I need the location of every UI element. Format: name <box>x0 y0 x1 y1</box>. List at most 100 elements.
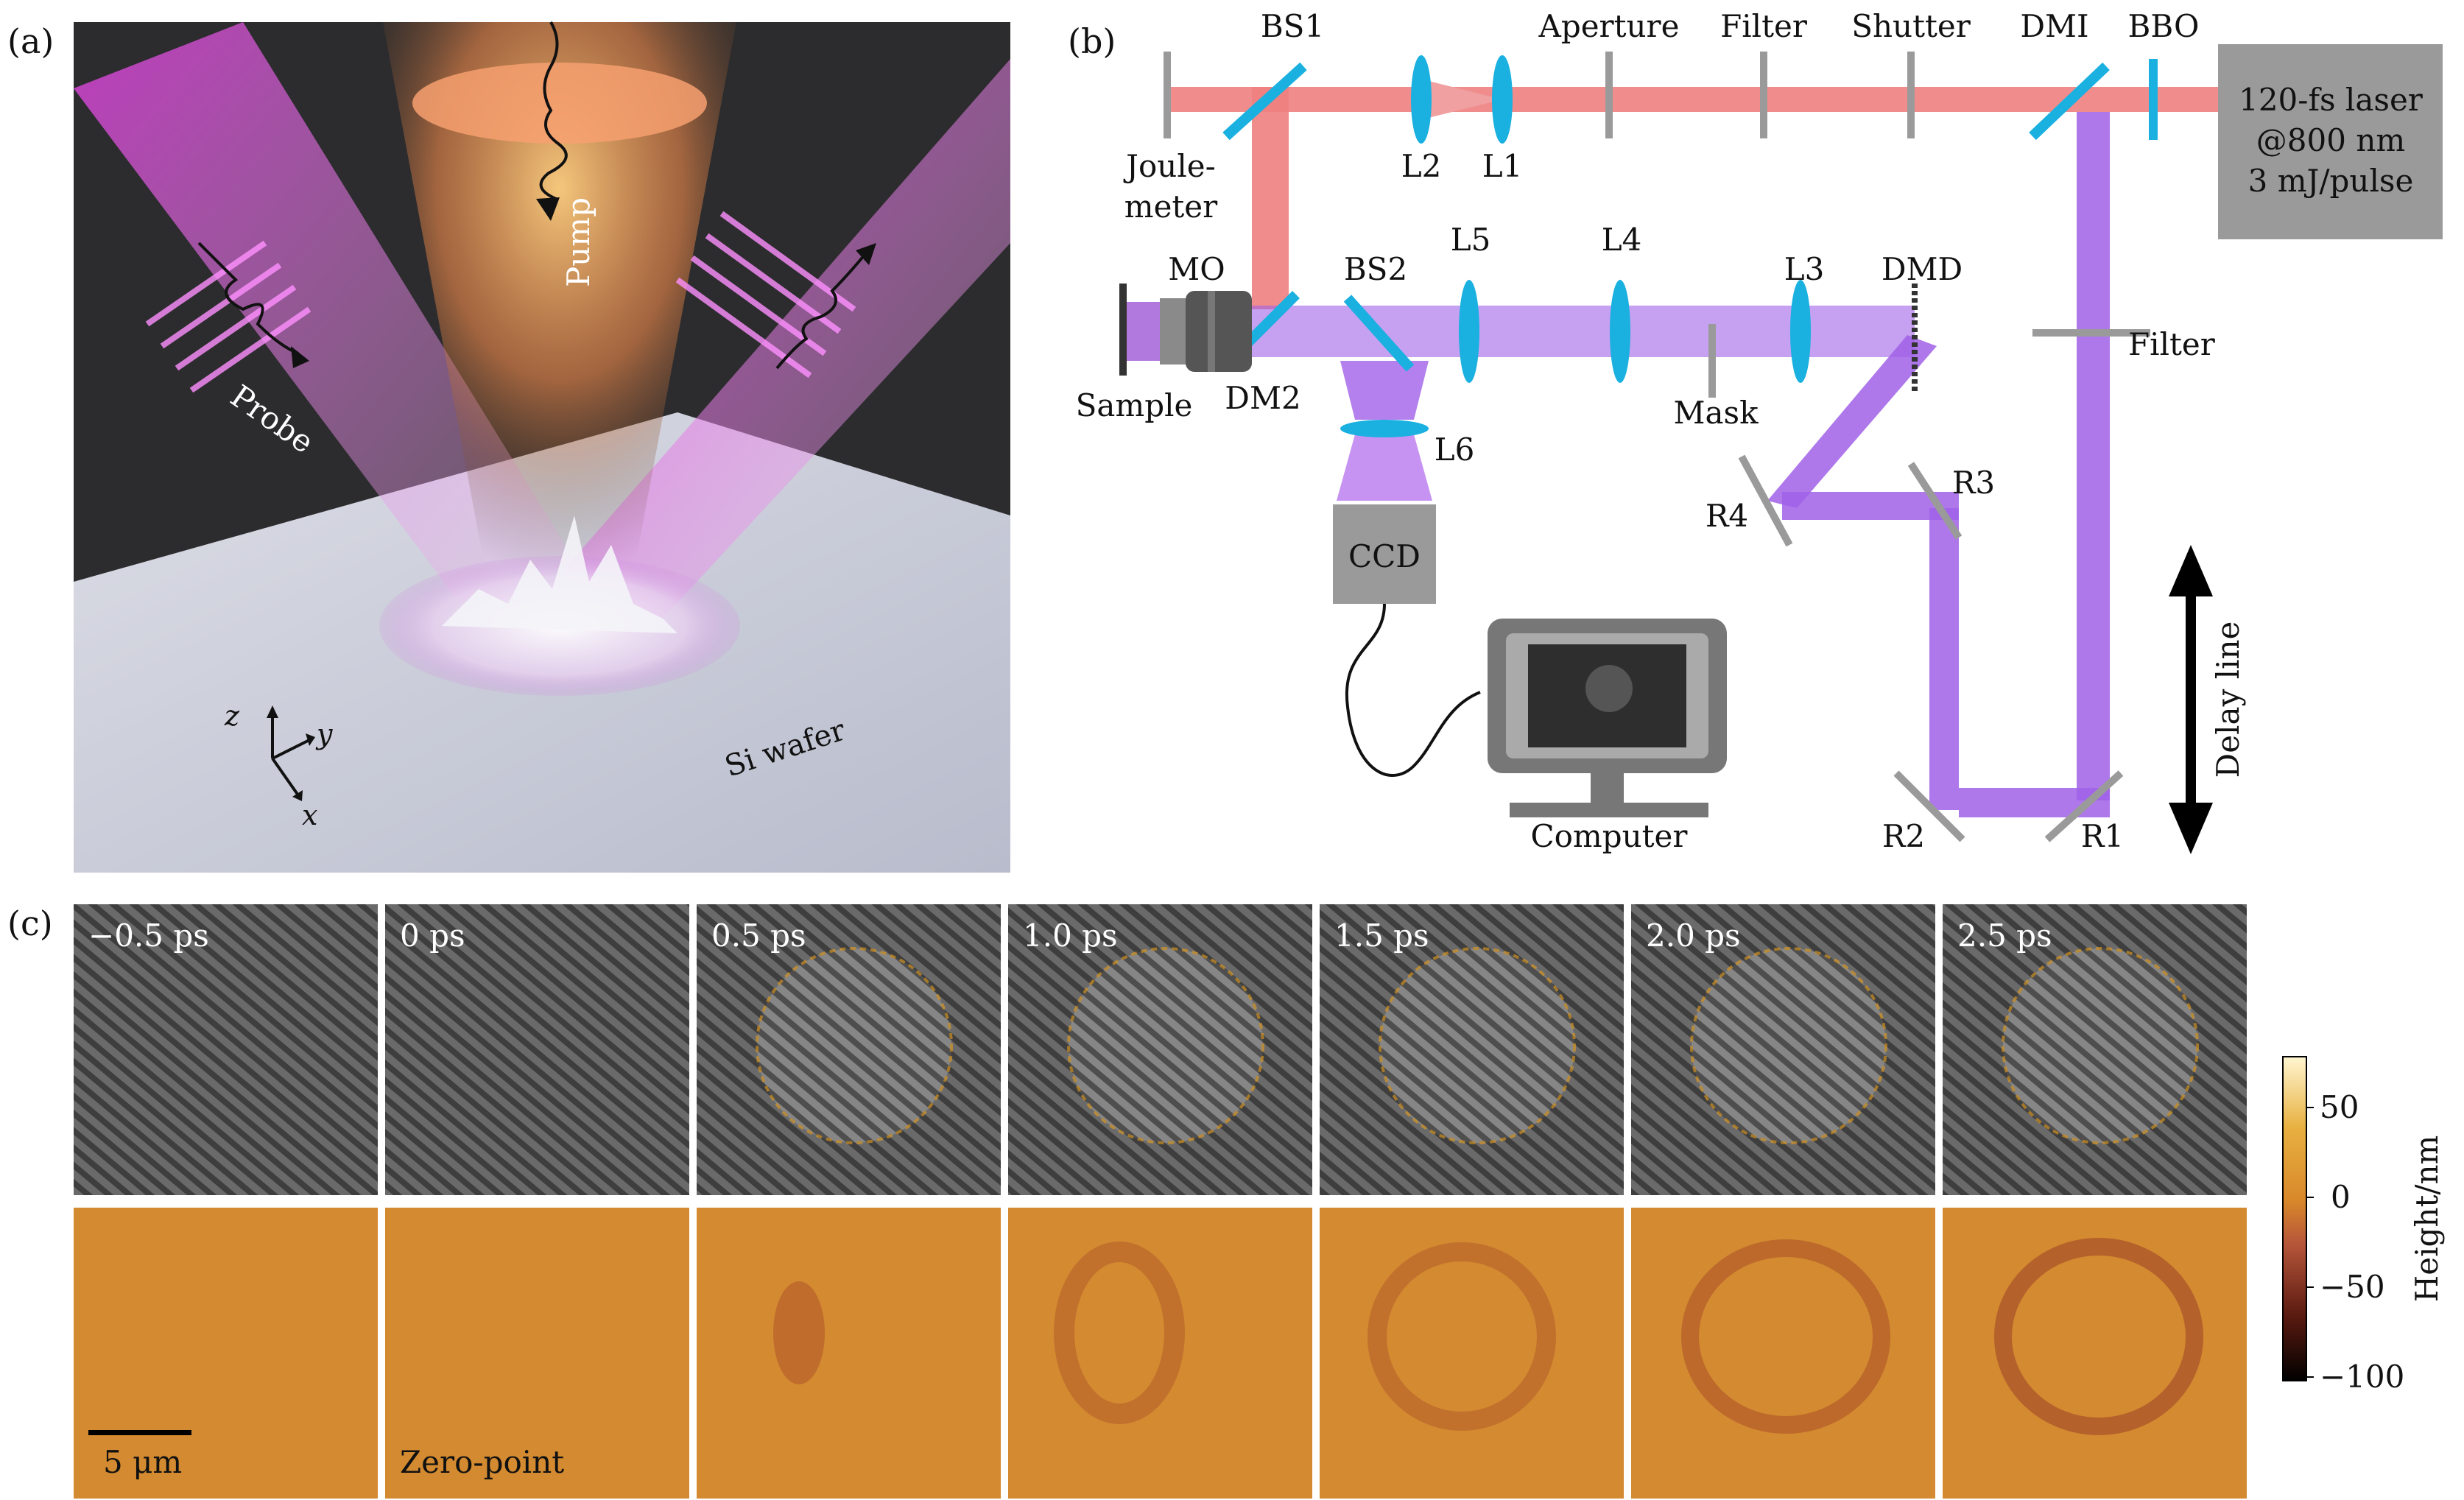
mask-label: Mask <box>1673 395 1759 431</box>
filter-top-mount <box>1760 52 1767 138</box>
r3-label: R3 <box>1952 465 1995 501</box>
scale-bar-label: 5 μm <box>103 1444 182 1480</box>
excitation-circle <box>1379 947 1576 1144</box>
pump-beam-focus <box>1429 81 1502 118</box>
height-depression-ring <box>1054 1242 1185 1424</box>
panel-b-letter: (b) <box>1068 21 1116 61</box>
computer-label: Computer <box>1531 818 1689 854</box>
panel-a: (a) Pump Probe Si wafer <box>7 21 1010 873</box>
time-label: 0.5 ps <box>711 918 806 954</box>
aperture-label: Aperture <box>1538 8 1679 44</box>
delay-line-label: Delay line <box>2210 622 2246 778</box>
filter-right-label: Filter <box>2128 326 2216 362</box>
panel-b: (b) <box>1068 8 2443 854</box>
height-map <box>385 1208 689 1499</box>
probe-fringes-left <box>145 240 311 393</box>
sample-mount <box>1119 284 1127 376</box>
l6-label: L6 <box>1435 432 1475 468</box>
panel-c-letter: (c) <box>7 904 53 943</box>
probe-beam-to-l6 <box>1340 361 1429 420</box>
bbo-label: BBO <box>2128 8 2200 44</box>
bs2-label: BS2 <box>1344 251 1407 287</box>
l1-label: L1 <box>1482 148 1523 184</box>
zero-point-label: Zero-point <box>400 1444 564 1480</box>
r3-mirror <box>1907 462 1963 540</box>
laser-line-2: @800 nm <box>2256 122 2405 158</box>
excitation-circle <box>1690 947 1887 1144</box>
time-label: −0.5 ps <box>88 918 209 954</box>
excitation-circle <box>2002 947 2199 1144</box>
ccd-camera <box>1333 504 1436 604</box>
colorbar: 50 0 −50 −100 Height/nm <box>2282 1056 2445 1395</box>
delay-line-arrow <box>2169 545 2213 854</box>
bs1-optic <box>1222 62 1307 141</box>
height-map <box>74 1208 378 1499</box>
bbo-optic <box>2149 59 2158 140</box>
l2-label: L2 <box>1401 148 1442 184</box>
scale-bar <box>88 1430 191 1435</box>
probe-beam-vertical-right <box>2077 112 2110 800</box>
time-label: 2.5 ps <box>1957 918 2052 954</box>
ablation-crater-relief <box>442 515 677 633</box>
height-map <box>697 1208 1001 1499</box>
r1-label: R1 <box>2081 818 2124 854</box>
time-label: 1.5 ps <box>1334 918 1429 954</box>
colorbar-gradient <box>2282 1056 2307 1381</box>
colorbar-tick: −50 <box>2320 1269 2385 1305</box>
joulemeter-mount <box>1164 52 1171 138</box>
l3-optic <box>1790 280 1811 383</box>
panel-a-letter: (a) <box>7 21 54 61</box>
l2-optic <box>1411 55 1432 144</box>
dmd-label: DMD <box>1882 251 1963 287</box>
colorbar-tick: −100 <box>2320 1359 2404 1395</box>
l1-optic <box>1492 55 1513 144</box>
laser-box <box>2218 44 2443 239</box>
filter-top-label: Filter <box>1720 8 1808 44</box>
excitation-circle <box>756 947 953 1144</box>
r4-label: R4 <box>1706 498 1748 534</box>
microscope-objective <box>1160 291 1252 372</box>
pump-beam-path <box>1167 87 2220 112</box>
bs2-optic <box>1343 295 1415 372</box>
probe-beam-reflected <box>560 59 1010 619</box>
r1-mirror <box>2044 770 2124 842</box>
height-depression-ring <box>1994 1238 2203 1435</box>
r2-label: R2 <box>1882 818 1925 854</box>
height-depression-ring <box>1681 1239 1890 1434</box>
pump-beam-down <box>1252 87 1289 309</box>
dm2-label: DM2 <box>1225 380 1300 416</box>
shutter-mount <box>1907 52 1915 138</box>
panel-c: (c) −0.5 ps 0 ps 0.5 ps 1.0 ps 1.5 ps 2.… <box>7 904 2445 1499</box>
colorbar-tick: 0 <box>2331 1179 2351 1215</box>
colorbar-tick: 50 <box>2320 1089 2359 1125</box>
pump-focus-glow <box>412 63 707 144</box>
filter-right-mount <box>2032 329 2150 337</box>
pump-beam <box>383 22 736 574</box>
dmi-optic <box>2029 62 2110 141</box>
l4-optic <box>1610 280 1630 383</box>
probe-beam-to-ccd <box>1337 434 1432 501</box>
l5-optic <box>1459 280 1479 383</box>
probe-beam-horizontal <box>1252 306 1915 357</box>
time-label: 0 ps <box>400 918 465 954</box>
joulemeter-label-2: meter <box>1124 189 1218 225</box>
coordinate-axes <box>267 705 315 801</box>
axis-x-label: x <box>302 799 317 831</box>
mo-label: MO <box>1168 251 1225 287</box>
bs1-label: BS1 <box>1261 8 1324 44</box>
probe-beam-vertical-mid <box>1929 508 1959 810</box>
l3-label: L3 <box>1784 251 1825 287</box>
l6-optic <box>1340 420 1429 437</box>
computer-stand <box>1510 803 1708 817</box>
axis-y-label: y <box>315 718 333 750</box>
interferogram-frame <box>385 904 689 1195</box>
height-depression <box>773 1281 825 1384</box>
height-map <box>1008 1208 1312 1499</box>
aperture-mount <box>1605 52 1613 138</box>
ccd-cable <box>1345 603 1481 777</box>
axis-z-label: z <box>224 700 240 732</box>
r2-mirror <box>1893 770 1965 842</box>
interferogram-frame <box>74 904 378 1195</box>
pump-label: Pump <box>560 197 596 287</box>
